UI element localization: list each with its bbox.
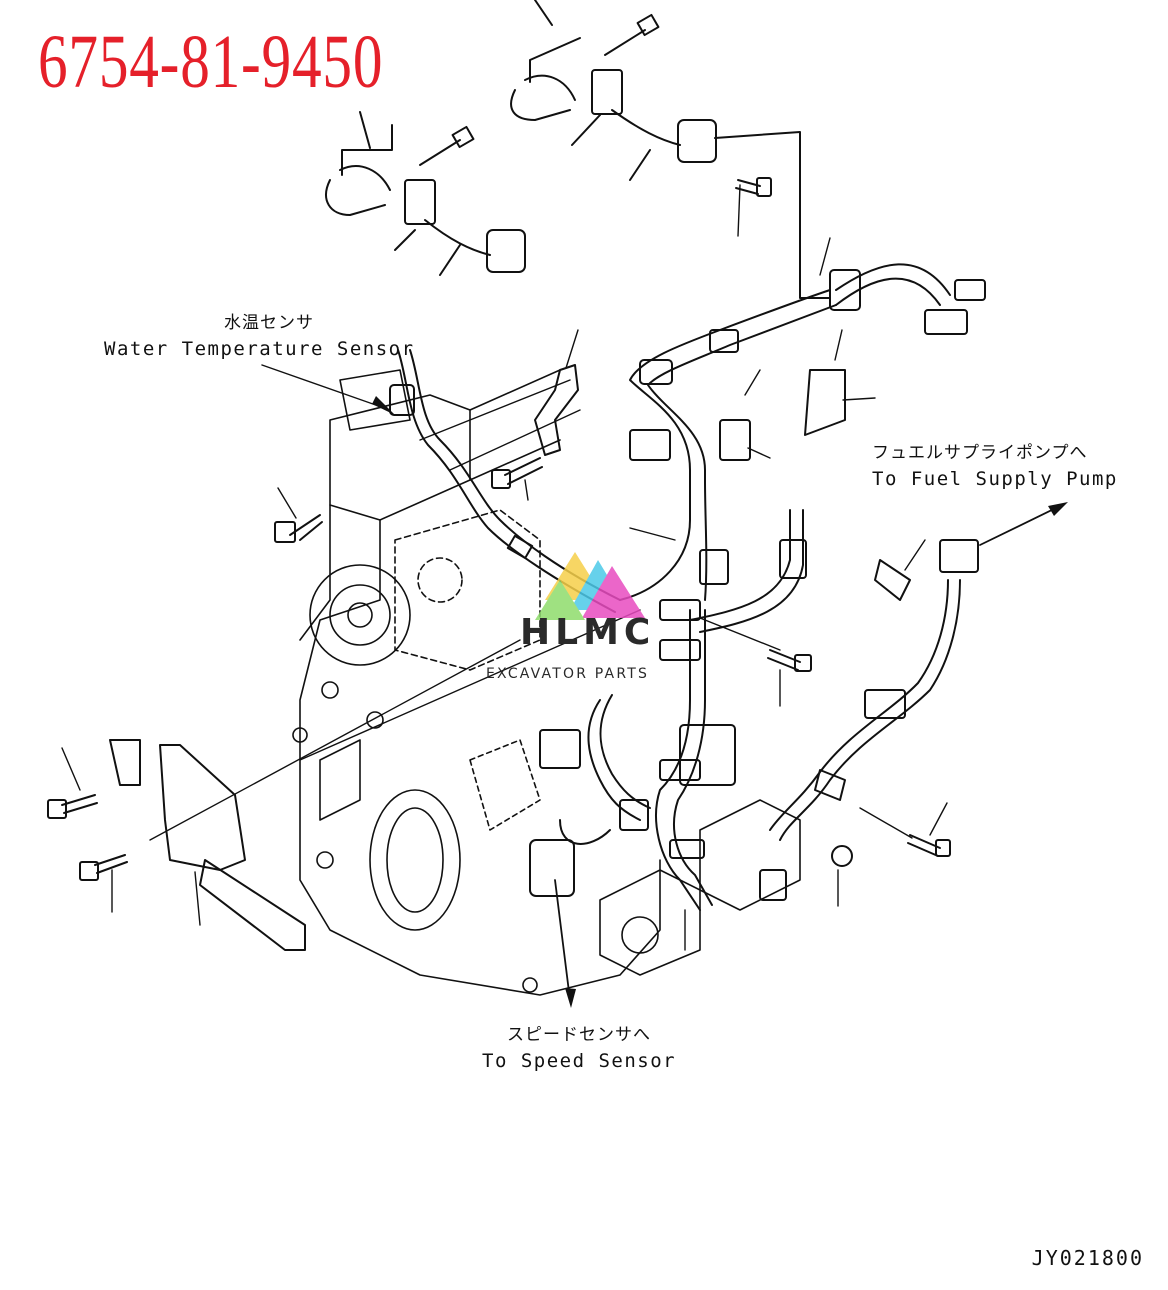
water-temperature-sensor-jp: 水温センサ xyxy=(224,313,314,333)
watermark-brand: HLMC xyxy=(520,612,656,653)
fuel-supply-pump-en: To Fuel Supply Pump xyxy=(872,468,1118,490)
leader-lines xyxy=(61,184,948,951)
part-number-title: 6754-81-9450 xyxy=(38,20,384,104)
sub-harness-detail-right xyxy=(510,0,831,299)
watermark-logo-graphic xyxy=(535,552,645,620)
speed-sensor-jp: スピードセンサへ xyxy=(507,1025,652,1045)
watermark: HLMC EXCAVATOR PARTS xyxy=(486,550,696,690)
sub-harness-detail-left xyxy=(325,111,526,276)
speed-sensor-label: スピードセンサへ To Speed Sensor xyxy=(482,1022,676,1074)
main-harness xyxy=(397,263,961,911)
direction-arrows xyxy=(554,505,1061,1001)
harness-connectors xyxy=(389,269,986,901)
engine-block xyxy=(292,369,801,996)
water-temperature-sensor-en: Water Temperature Sensor xyxy=(104,338,415,360)
brackets xyxy=(109,364,579,951)
drawing-id: JY021800 xyxy=(1031,1246,1144,1270)
fuel-supply-pump-label: フュエルサプライポンプへ To Fuel Supply Pump xyxy=(872,440,1118,492)
water-temperature-sensor-label: 水温センサ Water Temperature Sensor xyxy=(104,310,415,362)
fuel-supply-pump-jp: フュエルサプライポンプへ xyxy=(872,443,1088,463)
watermark-tagline: EXCAVATOR PARTS xyxy=(486,666,650,682)
bolts xyxy=(47,177,951,881)
speed-sensor-en: To Speed Sensor xyxy=(482,1050,677,1072)
